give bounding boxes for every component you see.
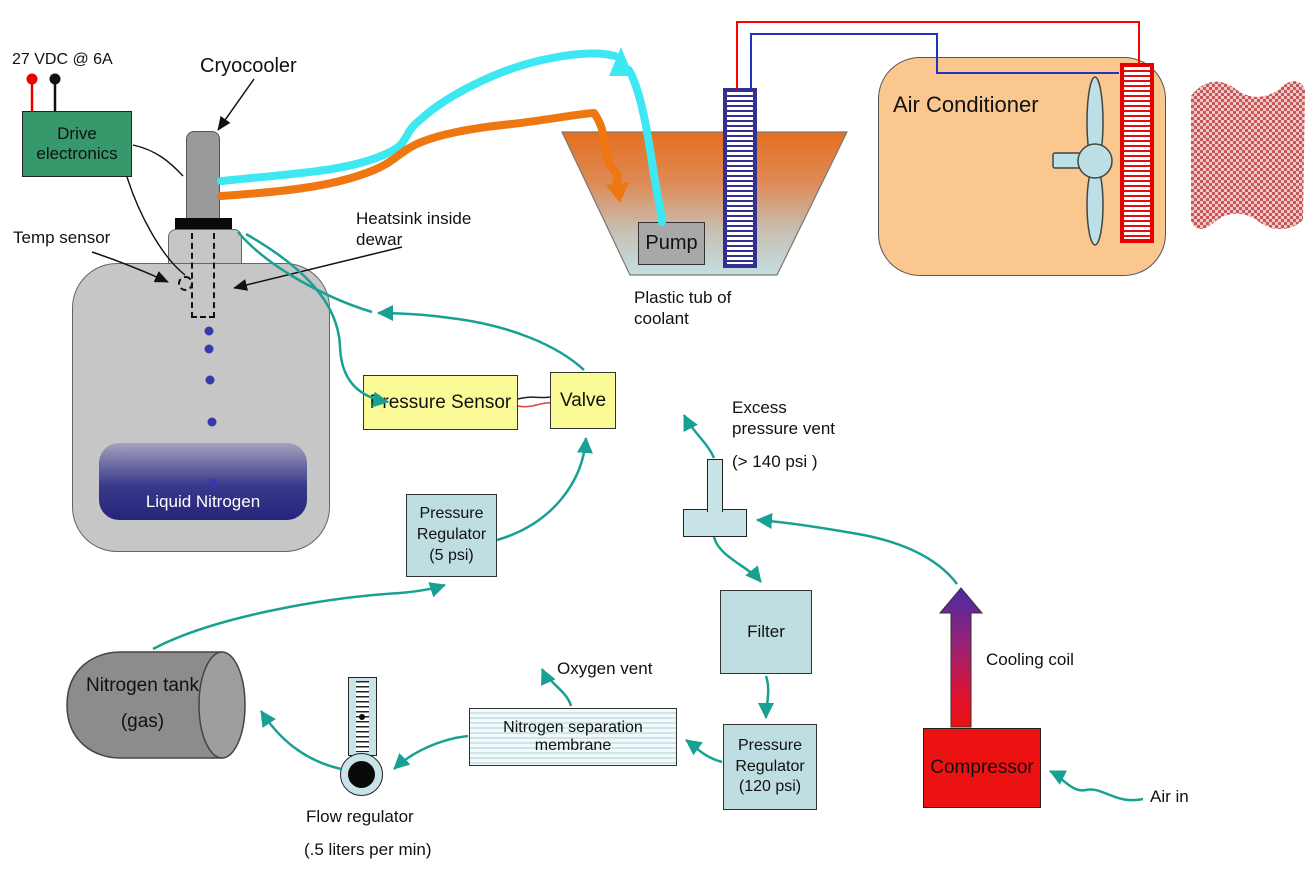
heatsink-dashed-outline bbox=[191, 233, 215, 318]
liquid-nitrogen-pool: Liquid Nitrogen bbox=[99, 443, 307, 520]
compressor-box: Compressor bbox=[923, 728, 1041, 808]
drive-electronics-box: Drive electronics bbox=[22, 111, 132, 177]
cryocooler-body bbox=[186, 131, 220, 219]
excess-vent-label: Excess pressure vent bbox=[732, 398, 835, 438]
heatsink-label: Heatsink inside dewar bbox=[356, 209, 472, 249]
cryocooler-collar bbox=[175, 218, 232, 232]
oxygen-vent-label: Oxygen vent bbox=[557, 659, 653, 678]
nitrogen-separation-membrane-box: Nitrogen separation membrane bbox=[469, 708, 677, 766]
tub-label: Plastic tub of coolant bbox=[634, 288, 732, 328]
nitrogen-tank-cylinder bbox=[66, 651, 246, 759]
pump-box: Pump bbox=[638, 222, 705, 265]
power-label: 27 VDC @ 6A bbox=[12, 51, 113, 68]
liquid-nitrogen-label: Liquid Nitrogen bbox=[145, 492, 261, 511]
flow-regulator-float bbox=[359, 714, 365, 720]
air-conditioner-label: Air Conditioner bbox=[893, 92, 1039, 117]
pressure-regulator-120psi-box: Pressure Regulator (120 psi) bbox=[723, 724, 817, 810]
cooling-coil-label: Cooling coil bbox=[986, 650, 1074, 669]
flow-regulator-knob bbox=[348, 761, 375, 788]
tub-heat-exchanger bbox=[723, 88, 757, 268]
valve-box: Valve bbox=[550, 372, 616, 429]
excess-pressure-vent-stem bbox=[707, 459, 723, 512]
cryocooler-label: Cryocooler bbox=[200, 55, 297, 77]
temp-sensor-dashed-circle bbox=[178, 276, 193, 291]
excess-pressure-vent-base bbox=[683, 509, 747, 537]
hot-air-exhaust-shape bbox=[1191, 81, 1305, 230]
nitrogen-tank-label: Nitrogen tank bbox=[85, 675, 199, 696]
flow-regulator-rate: (.5 liters per min) bbox=[304, 840, 432, 859]
ac-radiator bbox=[1120, 63, 1154, 243]
excess-vent-threshold: (> 140 psi ) bbox=[732, 452, 818, 471]
air-in-label: Air in bbox=[1150, 787, 1189, 806]
nitrogen-tank-sublabel: (gas) bbox=[120, 711, 165, 732]
pressure-regulator-5psi-box: Pressure Regulator (5 psi) bbox=[406, 494, 497, 577]
flow-regulator-label: Flow regulator bbox=[306, 807, 414, 826]
temp-sensor-label: Temp sensor bbox=[13, 228, 111, 247]
cooling-coil-arrow bbox=[938, 587, 984, 728]
pressure-sensor-box: Pressure Sensor bbox=[363, 375, 518, 430]
filter-box: Filter bbox=[720, 590, 812, 674]
